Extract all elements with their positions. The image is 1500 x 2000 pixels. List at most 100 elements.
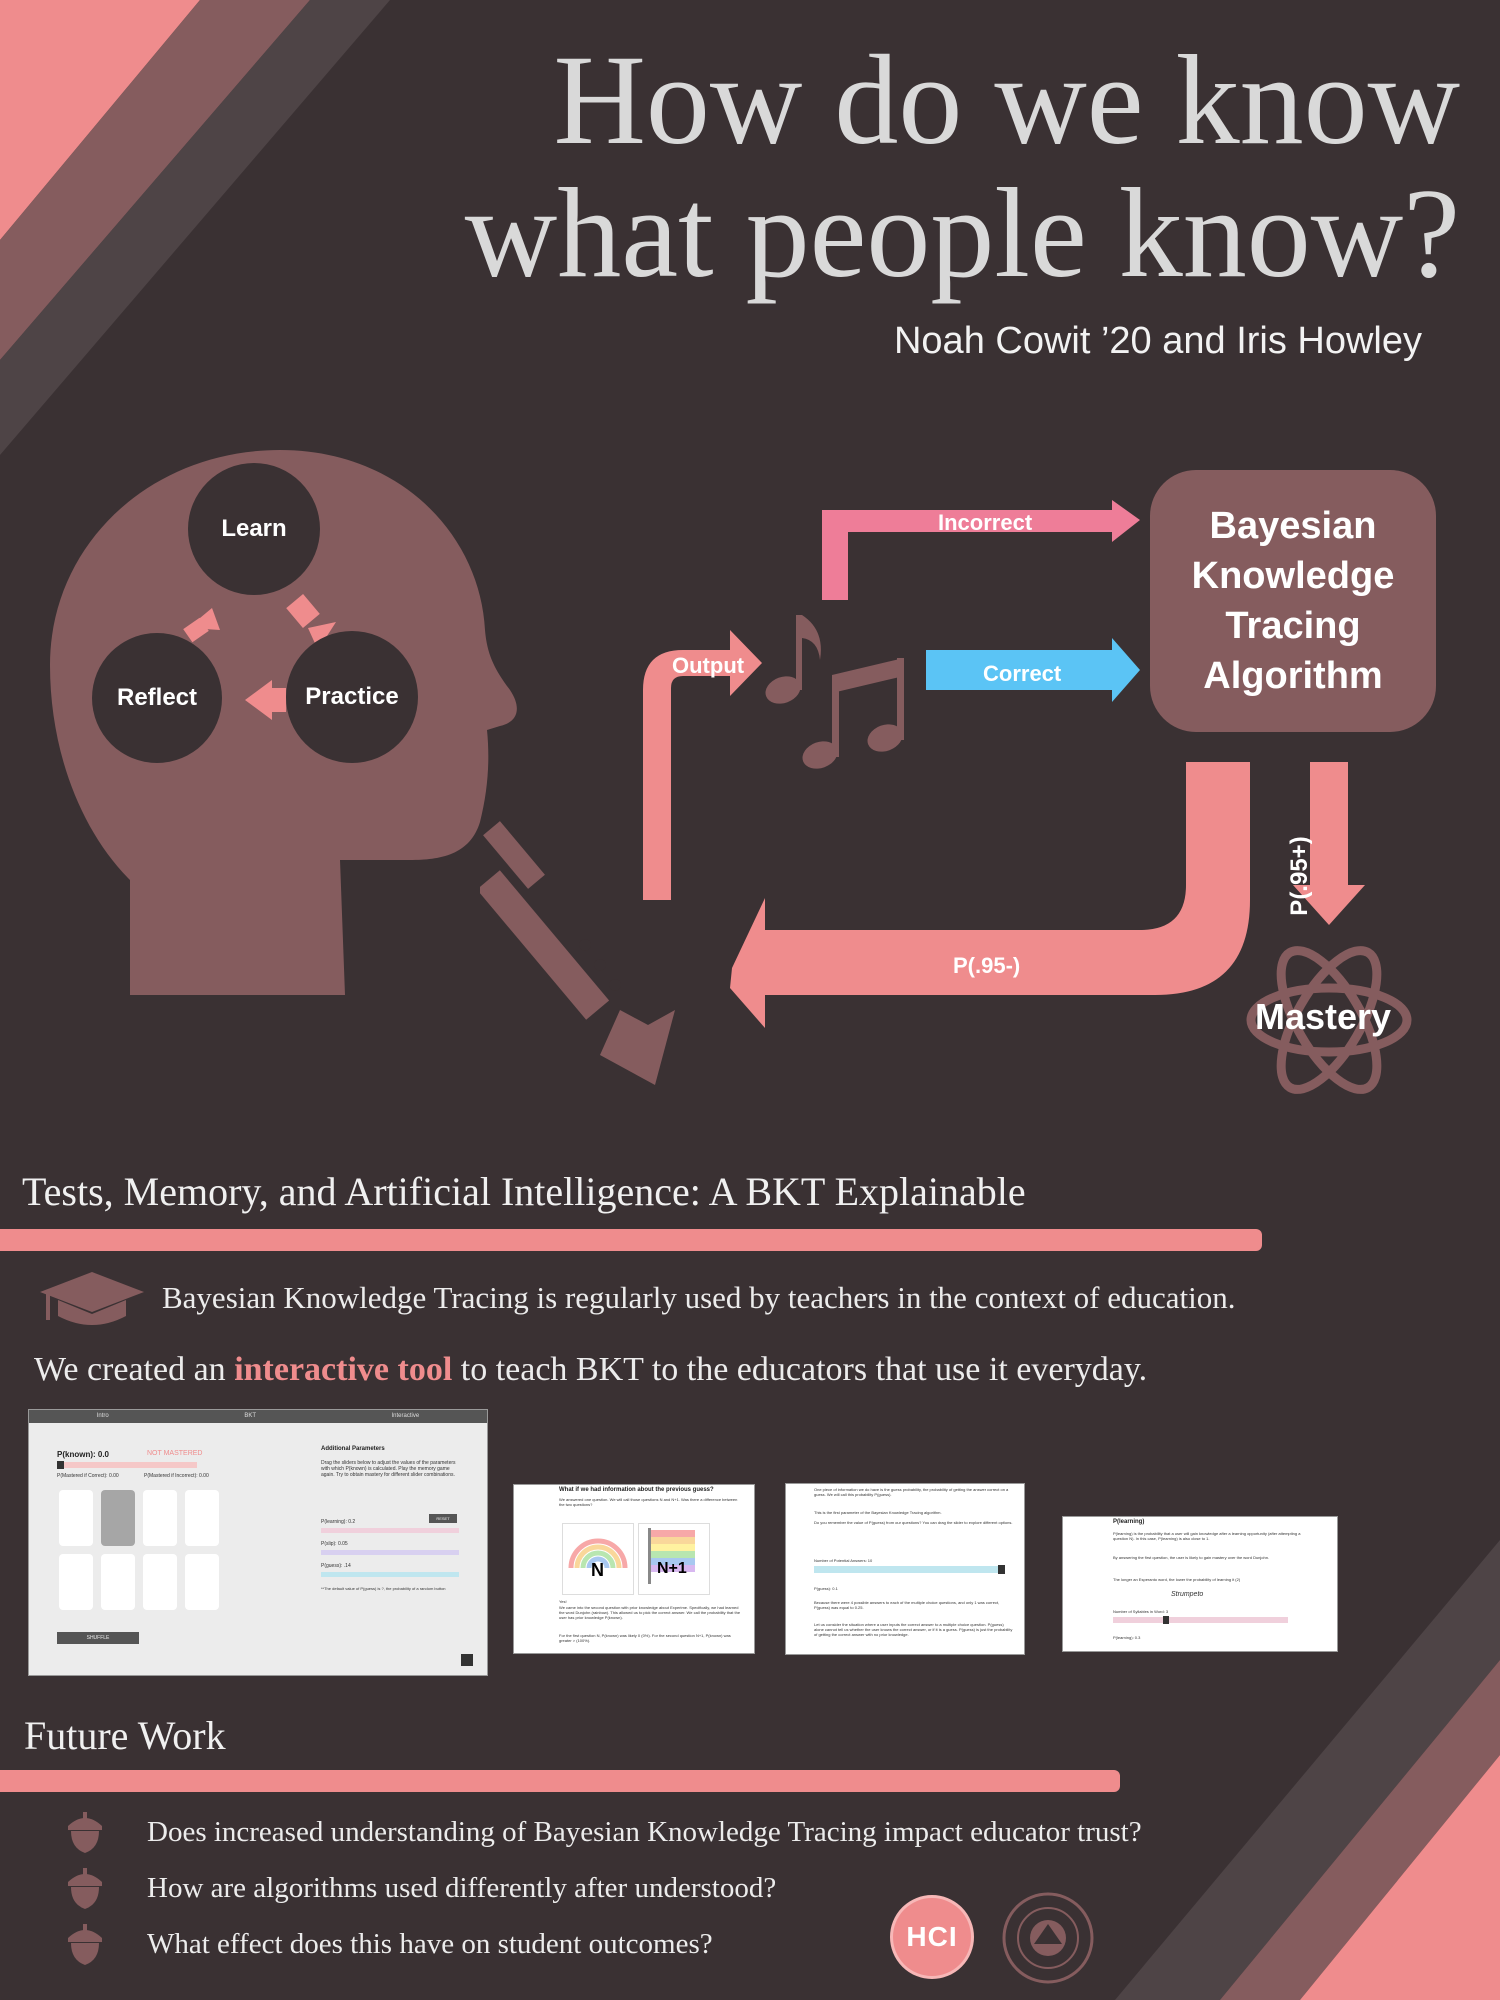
flow-diagram	[480, 500, 1412, 1094]
screenshot-guess-probability: One piece of information we do have is t…	[785, 1483, 1025, 1655]
s4-text3: The longer an Esperanto word, the lower …	[1113, 1577, 1241, 1582]
s4-title: P(learning)	[1113, 1519, 1145, 1525]
reset-button[interactable]: RESET	[429, 1514, 457, 1523]
clarinet-icon	[480, 821, 675, 1085]
practice-label: Practice	[305, 683, 399, 710]
memory-card[interactable]	[143, 1490, 177, 1546]
s3-text5: Let us consider the situation where a us…	[814, 1622, 1013, 1637]
s3-pguess: P(guess): 0.1	[814, 1586, 838, 1591]
interactive-tool-highlight: interactive tool	[234, 1351, 453, 1388]
cycle-arrow-3	[245, 680, 272, 720]
page-title-line2: what people know?	[464, 162, 1460, 304]
return-arrow	[730, 762, 1250, 1028]
s3-text1: One piece of information we do have is t…	[814, 1487, 1009, 1497]
acorn-icon	[68, 1812, 102, 1853]
correct-arrow	[926, 638, 1140, 702]
memory-card[interactable]	[59, 1554, 93, 1610]
explainable-line2-post: to teach BKT to the educators that use i…	[452, 1351, 1148, 1388]
tab-bkt: BKT	[244, 1413, 256, 1419]
learn-label: Learn	[221, 515, 287, 542]
screenshot-learning: P(learning) P(learning) is the probabili…	[1062, 1516, 1338, 1652]
explainable-line2: We created an interactive tool to teach …	[34, 1351, 1147, 1389]
plearn-slider[interactable]	[321, 1528, 459, 1533]
explainable-line1: Bayesian Knowledge Tracing is regularly …	[162, 1280, 1236, 1315]
flag-card: N+1	[638, 1523, 710, 1595]
rainbow-flag-icon	[648, 1528, 695, 1584]
mastery-label: Mastery	[1255, 996, 1392, 1037]
shuffle-button[interactable]: SHUFFLE	[57, 1632, 139, 1644]
tab-intro: Intro	[96, 1413, 109, 1419]
memory-card[interactable]	[185, 1554, 219, 1610]
plearn-label: P(learning): 0.2	[321, 1519, 356, 1525]
correct-label: Correct	[983, 661, 1062, 686]
bkt-algorithm-label: Bayesian Knowledge Tracing Algorithm	[1191, 505, 1395, 697]
s2-text: We answered one question. We will call t…	[559, 1497, 738, 1507]
reflect-label: Reflect	[116, 684, 198, 711]
memory-card[interactable]	[101, 1554, 135, 1610]
memory-card-grid	[59, 1490, 229, 1610]
s4-plearn: P(learning): 0.3	[1113, 1635, 1141, 1640]
s2-text3: For the first question N, P(known) was l…	[559, 1633, 731, 1643]
explainable-divider	[0, 1229, 1262, 1251]
screenshot-interactive: Intro BKT Interactive P(known): 0.0 NOT …	[28, 1409, 488, 1676]
explainable-line2-pre: We created an	[34, 1351, 235, 1388]
memory-card[interactable]	[59, 1490, 93, 1546]
s2-text2: We came into the second question with pr…	[559, 1605, 741, 1620]
output-label: Output	[672, 653, 745, 678]
memory-card[interactable]	[143, 1554, 177, 1610]
music-note-icon	[765, 615, 904, 769]
pknown-bar	[57, 1462, 197, 1468]
s2-yes: Yes!	[559, 1599, 567, 1604]
answers-slider-handle[interactable]	[998, 1565, 1005, 1574]
williams-seal-logo	[1002, 1892, 1094, 1984]
page-title-line1: How do we know	[553, 29, 1460, 171]
future-work-divider	[0, 1770, 1120, 1792]
params-text: Drag the sliders below to adjust the val…	[321, 1460, 456, 1478]
future-item-2: How are algorithms used differently afte…	[147, 1872, 777, 1904]
s4-text2: By answering the first question, the use…	[1113, 1555, 1270, 1560]
p-low-label: P(.95-)	[953, 953, 1021, 978]
card-n-label: N	[591, 1560, 604, 1580]
memory-card-selected[interactable]	[101, 1490, 135, 1546]
tab-interactive: Interactive	[391, 1413, 420, 1419]
s4-text1: P(learning) is the probability that a us…	[1113, 1531, 1301, 1541]
s4-word: Strumpeto	[1171, 1591, 1204, 1598]
mastery-arrow	[1293, 762, 1365, 925]
memory-card[interactable]	[185, 1490, 219, 1546]
hci-logo-text: HCI	[906, 1921, 958, 1952]
pguess-slider[interactable]	[321, 1572, 459, 1577]
answers-slider[interactable]	[814, 1566, 1004, 1573]
upload-icon[interactable]	[461, 1654, 473, 1666]
reflect-circle: Reflect	[92, 633, 222, 763]
s4-syllables: Number of Syllables in Word: 3	[1113, 1609, 1169, 1614]
pknown-readout: P(known): 0.0	[57, 1450, 110, 1459]
future-item-1: Does increased understanding of Bayesian…	[147, 1816, 1142, 1848]
screenshot1-tabs: Intro BKT Interactive	[29, 1410, 487, 1423]
pguess-note: **The default value of P(guess) is ?, th…	[321, 1586, 446, 1591]
pknown-slider-handle[interactable]	[57, 1461, 64, 1469]
s3-num-answers: Number of Potential Answers: 10	[814, 1558, 873, 1563]
head-silhouette	[50, 450, 517, 995]
p-high-label: P(.95+)	[1286, 836, 1313, 916]
syllables-slider-handle[interactable]	[1163, 1616, 1169, 1624]
rainbow-card: N	[562, 1523, 634, 1595]
atom-icon	[1246, 946, 1412, 1094]
rainbow-icon	[568, 1538, 628, 1569]
pcorrect-label: P(Mastered if Correct): 0.00	[57, 1473, 119, 1479]
hci-logo: HCI	[890, 1895, 974, 1979]
practice-circle: Practice	[286, 631, 418, 763]
screenshot-previous-guess: What if we had information about the pre…	[513, 1484, 755, 1654]
syllables-slider[interactable]	[1113, 1617, 1288, 1623]
graduation-cap-icon	[40, 1272, 144, 1325]
output-arrow	[643, 630, 762, 900]
s3-text4: Because there were 4 possible answers to…	[814, 1600, 1000, 1610]
pslip-slider[interactable]	[321, 1550, 459, 1555]
s3-text3: Do you remember the value of P(guess) fr…	[814, 1520, 1013, 1525]
pguess-label: P(guess): .14	[321, 1563, 351, 1569]
acorn-icon	[68, 1868, 102, 1909]
head-diagram	[50, 450, 517, 995]
acorn-icon	[68, 1924, 102, 1965]
learn-circle: Learn	[188, 463, 320, 595]
s2-title: What if we had information about the pre…	[559, 1487, 714, 1493]
